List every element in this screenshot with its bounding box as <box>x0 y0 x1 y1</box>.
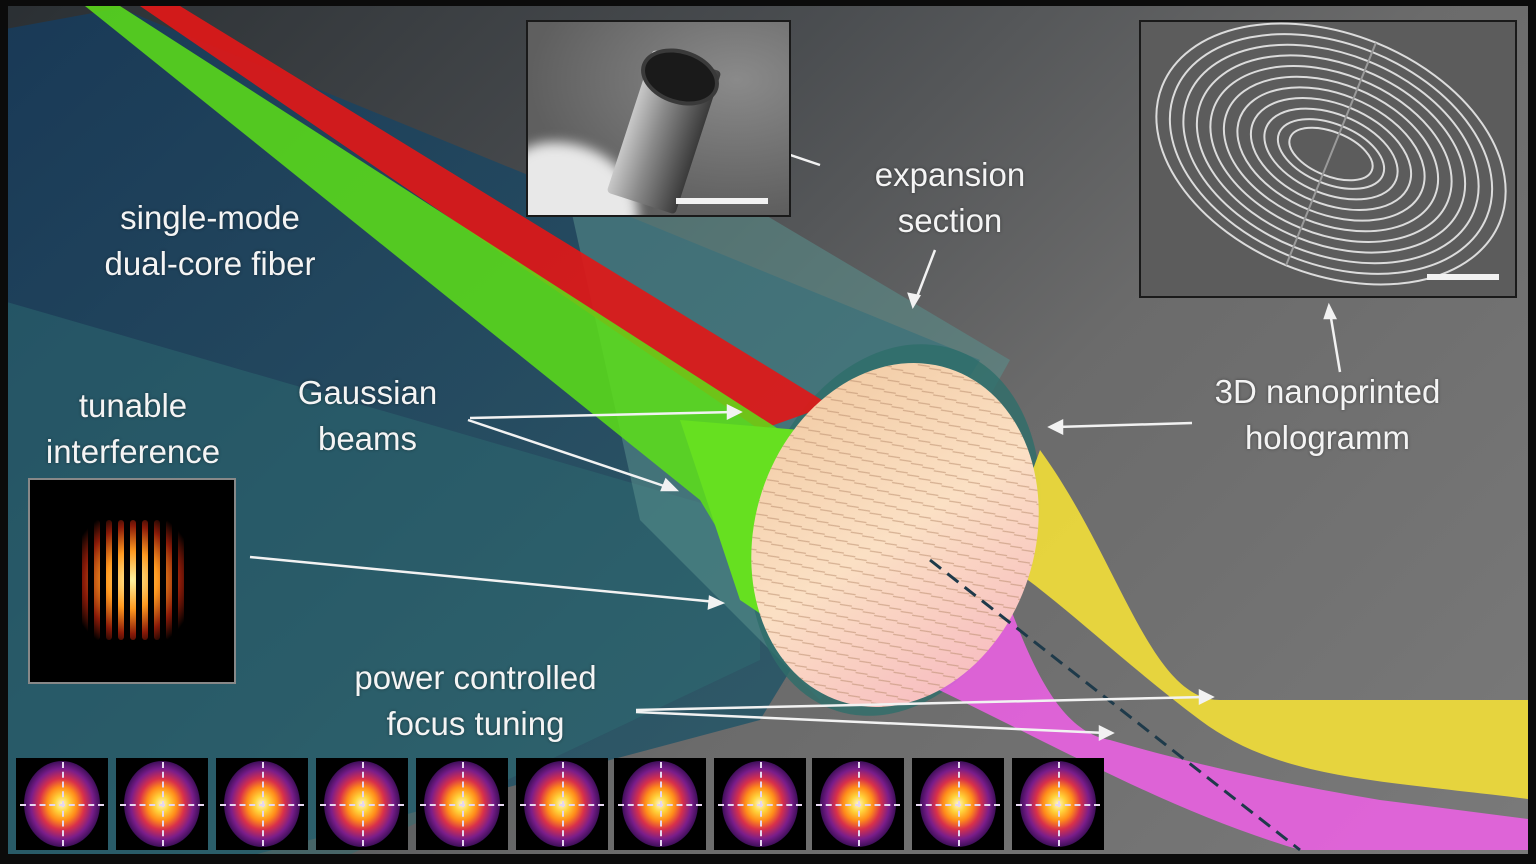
fiber-body <box>0 8 980 864</box>
label-fiber-line1: single-mode <box>120 199 300 236</box>
focus-spot <box>812 758 904 850</box>
focus-spot <box>316 758 408 850</box>
focus-spot <box>16 758 108 850</box>
label-gaussian: Gaussian beams <box>280 370 455 462</box>
focus-spot <box>516 758 608 850</box>
label-expansion-line2: section <box>897 202 1003 239</box>
yellow-beam <box>1000 450 1536 800</box>
label-fiber: single-mode dual-core fiber <box>80 195 340 287</box>
focus-spot <box>116 758 208 850</box>
sem-expansion-inset <box>526 20 791 217</box>
focus-spot <box>912 758 1004 850</box>
label-interference-line1: tunable <box>78 387 188 424</box>
focus-spot <box>416 758 508 850</box>
label-expansion-line1: expansion <box>874 156 1026 193</box>
label-interference: tunable interference <box>28 383 238 475</box>
label-interference-line2: interference <box>45 433 221 470</box>
label-hologram: 3D nanoprinted hologramm <box>1190 369 1465 461</box>
label-gaussian-line2: beams <box>317 420 418 457</box>
scale-bar <box>676 198 768 204</box>
focus-spot <box>1012 758 1104 850</box>
interference-pattern-inset <box>28 478 236 684</box>
label-focus-line1: power controlled <box>354 659 597 696</box>
red-beam <box>140 6 830 430</box>
optical-axis <box>929 558 1301 852</box>
label-focus: power controlled focus tuning <box>328 655 623 747</box>
label-expansion: expansion section <box>855 152 1045 244</box>
label-focus-line2: focus tuning <box>386 705 565 742</box>
label-hologram-line2: hologramm <box>1244 419 1411 456</box>
focus-spot <box>714 758 806 850</box>
focus-spot <box>216 758 308 850</box>
focus-spot <box>614 758 706 850</box>
scale-bar <box>1427 274 1499 280</box>
label-fiber-line2: dual-core fiber <box>104 245 316 282</box>
sem-hologram-inset <box>1139 20 1517 298</box>
label-hologram-line1: 3D nanoprinted <box>1214 373 1441 410</box>
label-gaussian-line1: Gaussian <box>297 374 438 411</box>
